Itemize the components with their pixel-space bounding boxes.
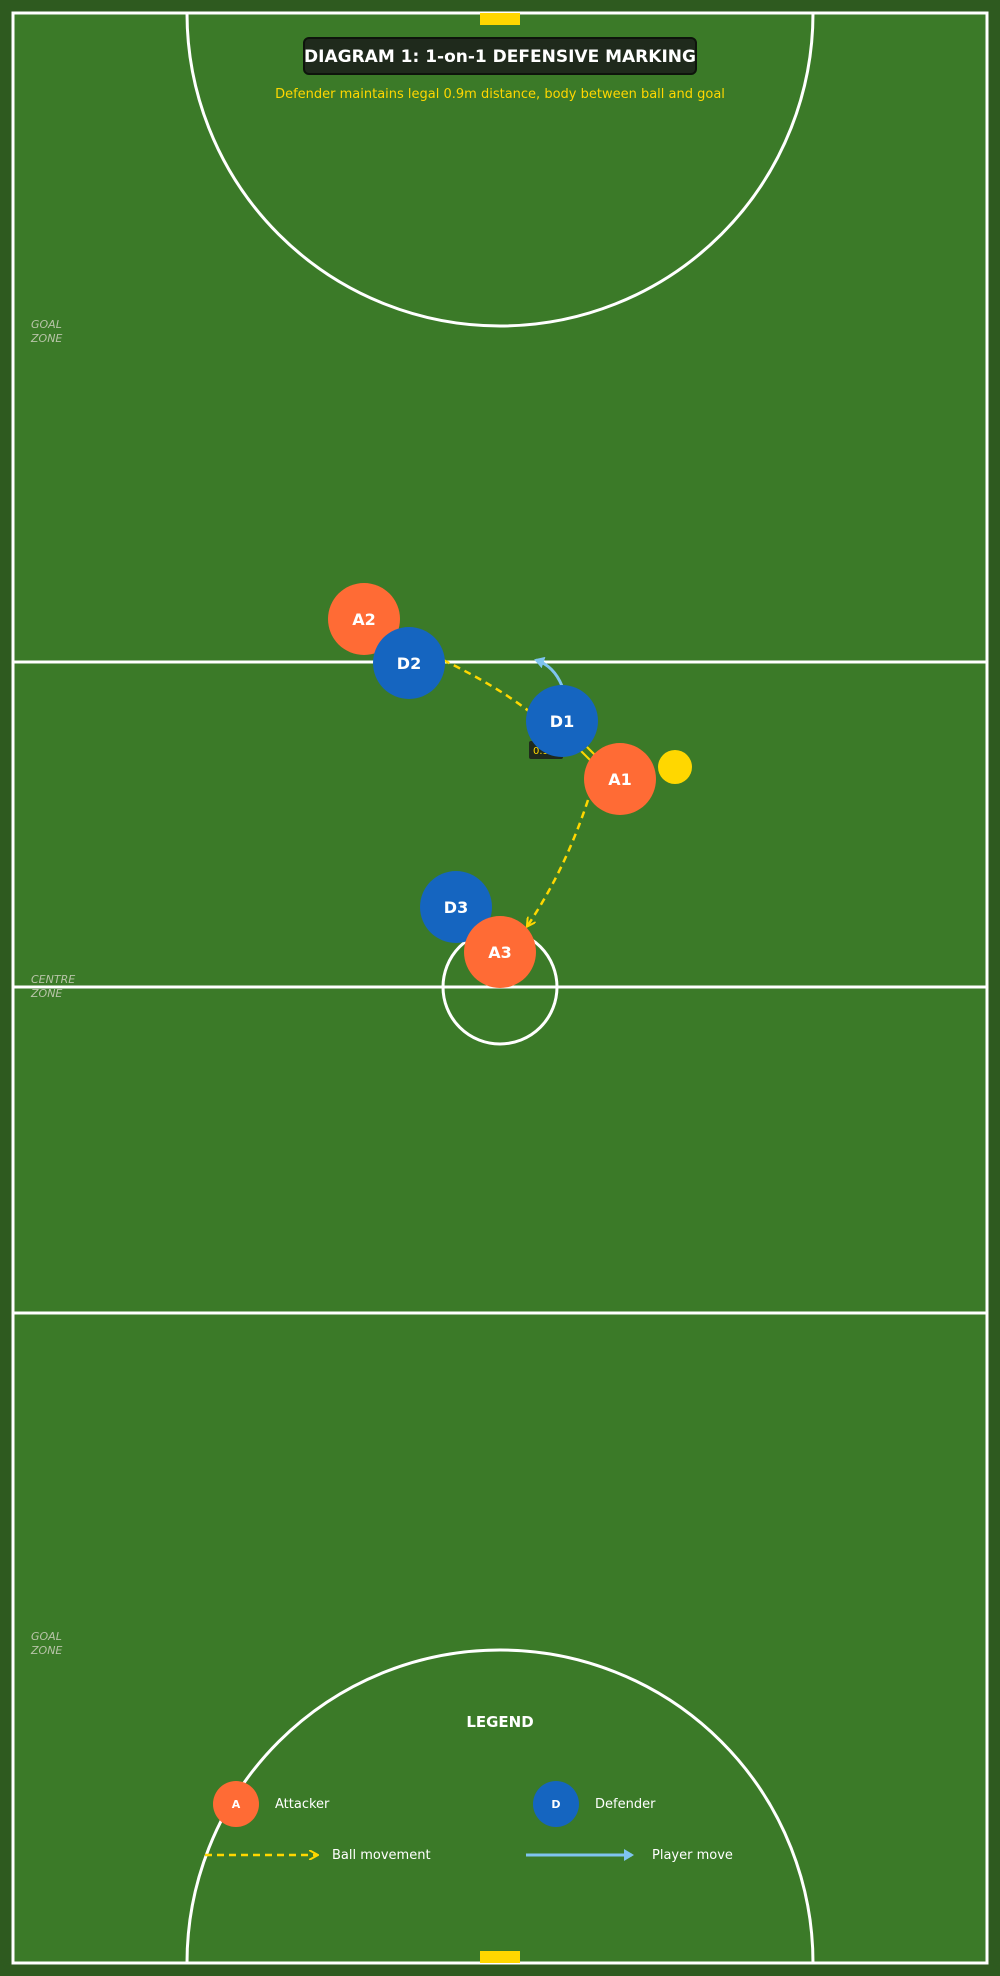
diagram-subtitle: Defender maintains legal 0.9m distance, … [275,87,725,102]
player-label: D3 [444,898,468,917]
zone-label-centre: CENTRE ZONE [30,973,79,1000]
player-a2: A2 [328,583,400,655]
title-box [303,37,697,75]
legend-defender-symbol: D [551,1798,560,1811]
ball [658,750,692,784]
distance-line-b [580,750,592,762]
legend-attacker-swatch [213,1781,259,1827]
attacker-marker [328,583,400,655]
top-goal-circle [185,12,815,328]
player-label: A2 [352,610,376,629]
player-move-arrow-d1 [534,656,564,687]
ball-path-a1-to-a3 [528,799,590,925]
zone-label-top-goal: GOAL ZONE [30,318,65,345]
player-a3: A3 [464,916,536,988]
player-d3: D3 [420,871,492,943]
player-d1: D1 [526,685,598,757]
legend: LEGEND A Attacker D Defender Ball moveme… [205,1713,733,1863]
legend-player-move-label: Player move [652,1848,733,1863]
ball-path-a2-to-d1 [442,658,531,713]
defender-marker [526,685,598,757]
zone-label-bottom-goal: GOAL ZONE [30,1630,65,1657]
legend-attacker-symbol: A [232,1798,241,1811]
player-a1: A1 [584,743,656,815]
legend-defender-swatch [533,1781,579,1827]
attacker-marker [464,916,536,988]
player-label: D2 [397,654,421,673]
legend-defender-label: Defender [595,1797,656,1812]
player-label: D1 [550,712,574,731]
bottom-goal-post [480,1951,520,1963]
legend-title: LEGEND [466,1713,533,1731]
top-goal-post [480,13,520,25]
legend-attacker-label: Attacker [275,1797,330,1812]
defender-marker [420,871,492,943]
legend-ball-movement-label: Ball movement [332,1848,431,1863]
defender-marker [373,627,445,699]
player-label: A1 [608,770,632,789]
diagram-title: DIAGRAM 1: 1-on-1 DEFENSIVE MARKING [304,47,696,67]
player-label: A3 [488,943,512,962]
attacker-marker [584,743,656,815]
player-d2: D2 [373,627,445,699]
